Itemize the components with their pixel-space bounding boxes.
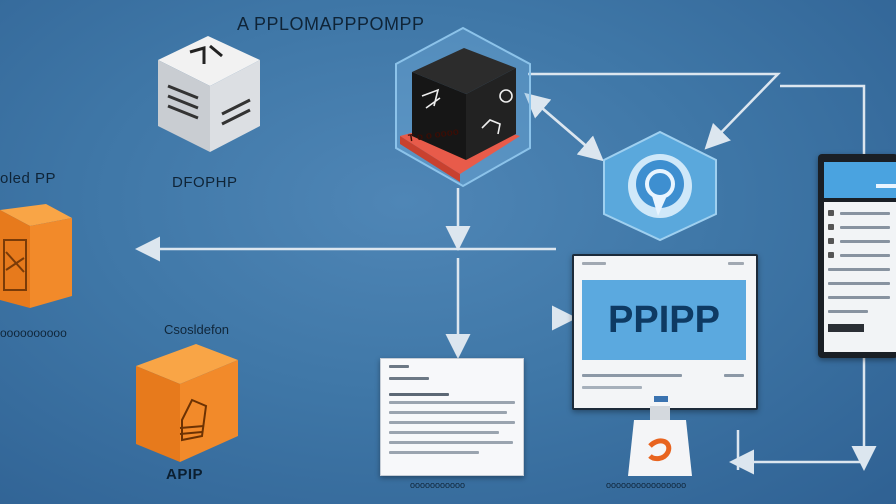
browser-small-icon xyxy=(654,396,668,402)
phone-screen xyxy=(824,202,896,352)
browser-toolbar xyxy=(578,260,748,268)
phone-header xyxy=(824,162,896,198)
arrow-circle-back xyxy=(524,92,599,157)
browser-window: PPIPP xyxy=(572,254,758,410)
page-title: A PPLOMAPPPOMPP xyxy=(237,14,425,34)
browser-brand: PPIPP xyxy=(582,280,746,360)
cube-icon xyxy=(158,36,260,152)
cube-label: DFOPHP xyxy=(172,174,238,191)
chat-hex-icon xyxy=(603,130,717,242)
left-top-label: oled PP xyxy=(0,170,57,187)
arrow-top-right xyxy=(528,72,781,150)
phone-button xyxy=(828,324,864,332)
monitor-stand-icon xyxy=(628,406,692,476)
phone-device xyxy=(818,154,896,358)
center-left-label: Csosldefon xyxy=(164,322,230,337)
document-card xyxy=(380,358,524,476)
doc-caption: ooooooooooo xyxy=(410,480,466,490)
server-box-icon xyxy=(395,26,531,188)
left-mid-label: oooooooooo xyxy=(0,326,67,340)
orange-box-icon xyxy=(136,344,238,462)
stand-caption: oooooooooooooooo xyxy=(606,480,687,490)
orange-box-label: APIP xyxy=(166,466,204,483)
orange-box-left-icon xyxy=(0,204,72,308)
